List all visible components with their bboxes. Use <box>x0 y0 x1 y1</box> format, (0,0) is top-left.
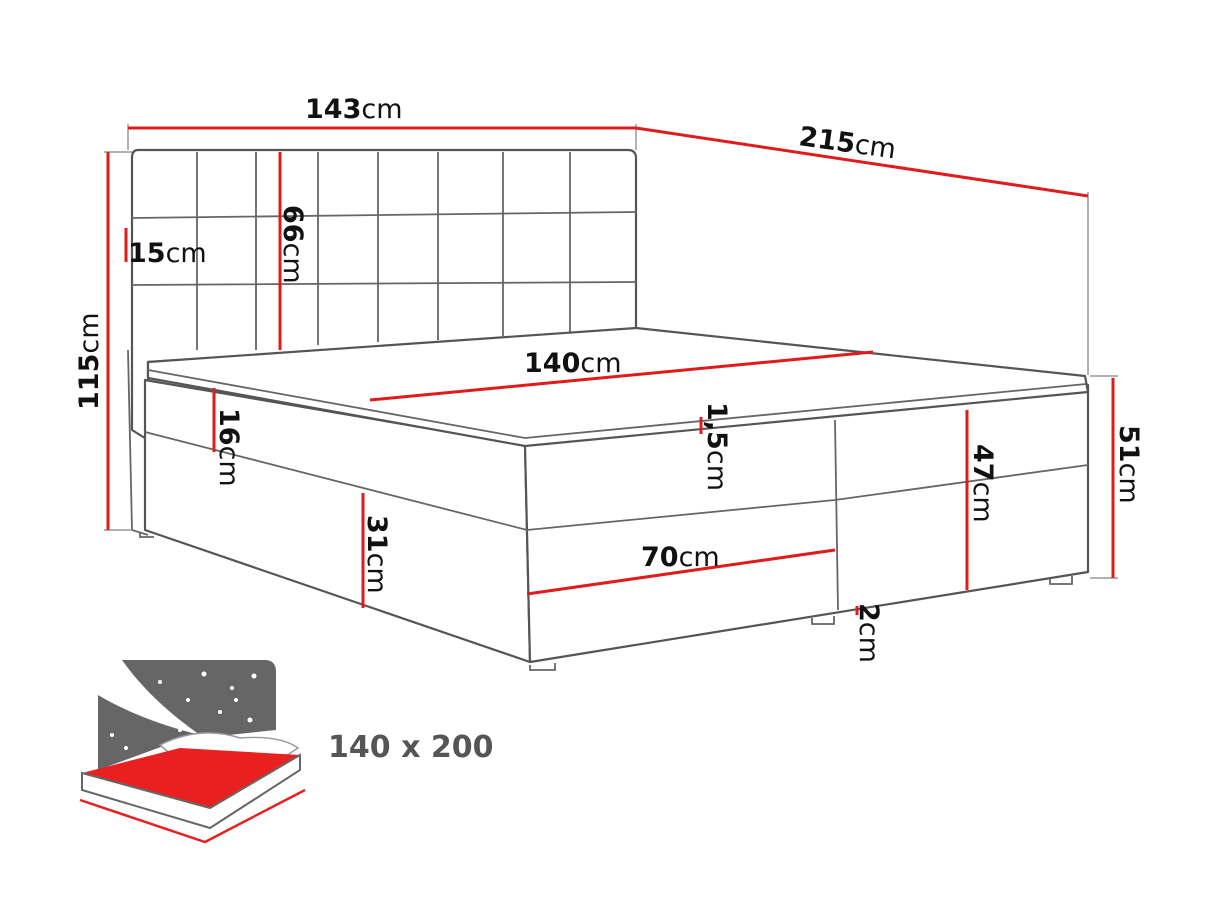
label-drawer-height: 31cm <box>361 515 392 594</box>
label-height: 115cm <box>74 312 105 410</box>
label-base: 47cm <box>967 444 998 523</box>
bed-base <box>139 326 1090 671</box>
dim-line-length <box>635 126 1089 198</box>
label-length: 215cm <box>797 121 898 165</box>
headboard <box>127 148 638 536</box>
mattress-size-label: 140 x 200 <box>328 730 493 765</box>
label-drawer-width: 70cm <box>641 542 720 573</box>
label-topper: 1,5cm <box>701 402 732 491</box>
label-mattress-width: 140cm <box>524 348 622 379</box>
stars-icon <box>110 671 257 750</box>
dim-line-drawer-width <box>526 548 836 596</box>
label-side: 51cm <box>1113 425 1144 504</box>
label-headboard: 66cm <box>277 205 308 284</box>
dim-line-mattress-width <box>369 350 874 402</box>
label-thickness: 15cm <box>128 238 207 269</box>
label-leg: 2cm <box>853 603 884 663</box>
mattress-size-icon <box>79 660 306 844</box>
label-mattress-height: 16cm <box>213 408 244 487</box>
label-width: 143cm <box>305 94 403 125</box>
dimension-lines <box>106 126 1115 615</box>
extension-lines <box>104 124 1118 579</box>
